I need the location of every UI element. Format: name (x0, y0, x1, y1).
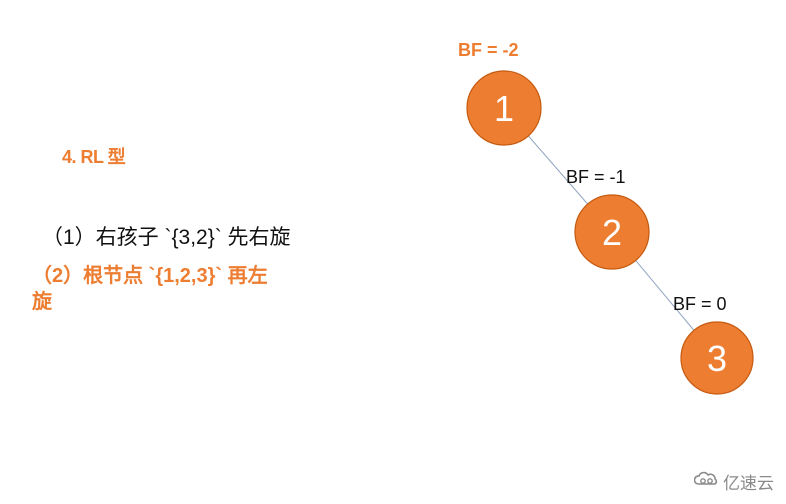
tree-node-2: 2 (574, 194, 650, 270)
step-2-text: （2）根节点 `{1,2,3}` 再左旋 (32, 263, 282, 315)
watermark-text: 亿速云 (723, 474, 774, 493)
node-1-label: 1 (494, 88, 514, 129)
tree-node-3: 3 (680, 321, 754, 395)
step-1-text: （1）右孩子 `{3,2}` 先右旋 (42, 226, 291, 249)
node-2-label: 2 (602, 212, 622, 253)
bf-label-node-3: BF = 0 (673, 294, 727, 314)
tree-node-1: 1 (466, 70, 542, 146)
slide-title: 4. RL 型 (62, 147, 126, 167)
cloud-logo-icon (693, 471, 720, 492)
step-2-label: （2）根节点 `{1,2,3}` 再左旋 (32, 265, 268, 313)
node-3-label: 3 (707, 338, 727, 379)
watermark: 亿速云 (693, 469, 774, 494)
bf-label-node-1: BF = -2 (458, 40, 519, 60)
bf-label-node-2: BF = -1 (566, 167, 626, 187)
